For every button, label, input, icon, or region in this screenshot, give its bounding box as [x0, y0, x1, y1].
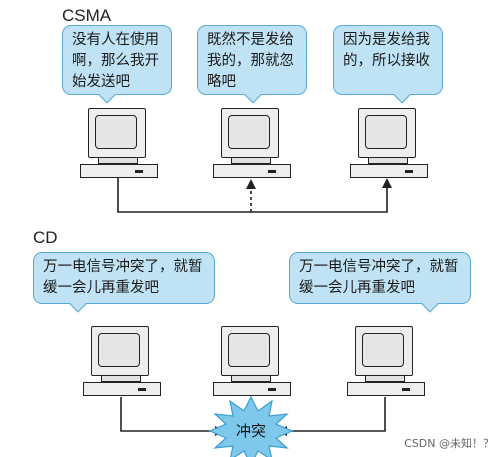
watermark: CSDN @未知！？ — [404, 437, 494, 450]
csma-left-speech-bubble: 没有人在使用啊，那么我开始发送吧 — [62, 25, 172, 95]
cd-right-computer-icon — [347, 326, 425, 406]
cd-middle-computer-icon — [213, 326, 291, 406]
csma-right-bubble-text: 因为是发给我的，所以接收 — [343, 32, 430, 69]
cd-left-computer-icon — [83, 326, 161, 406]
csma-arrow-to-middle-computer — [246, 179, 256, 189]
collision-burst-icon — [208, 395, 294, 457]
csma-middle-computer-icon — [213, 108, 291, 188]
csma-right-computer-icon — [350, 108, 428, 188]
csma-left-bubble-text: 没有人在使用啊，那么我开始发送吧 — [72, 32, 159, 90]
cd-left-speech-bubble: 万一电信号冲突了，就暂缓一会儿再重发吧 — [33, 252, 215, 304]
csma-right-speech-bubble: 因为是发给我的，所以接收 — [333, 25, 443, 95]
csma-bus-line — [117, 178, 388, 213]
cd-section-label: CD — [33, 228, 58, 247]
cd-right-speech-bubble: 万一电信号冲突了，就暂缓一会儿再重发吧 — [289, 252, 471, 304]
collision-label: 冲突 — [236, 422, 266, 440]
cd-right-wire — [283, 397, 386, 432]
csma-arrow-to-right-computer — [382, 178, 392, 188]
csma-middle-bubble-text: 既然不是发给我的，那就忽略吧 — [207, 32, 294, 90]
cd-left-bubble-text: 万一电信号冲突了，就暂缓一会儿再重发吧 — [43, 259, 203, 296]
cd-left-wire — [120, 397, 219, 432]
csma-section-label: CSMA — [62, 6, 112, 25]
csma-middle-speech-bubble: 既然不是发给我的，那就忽略吧 — [197, 25, 307, 95]
csma-left-computer-icon — [80, 108, 158, 188]
cd-right-bubble-text: 万一电信号冲突了，就暂缓一会儿再重发吧 — [299, 259, 459, 296]
